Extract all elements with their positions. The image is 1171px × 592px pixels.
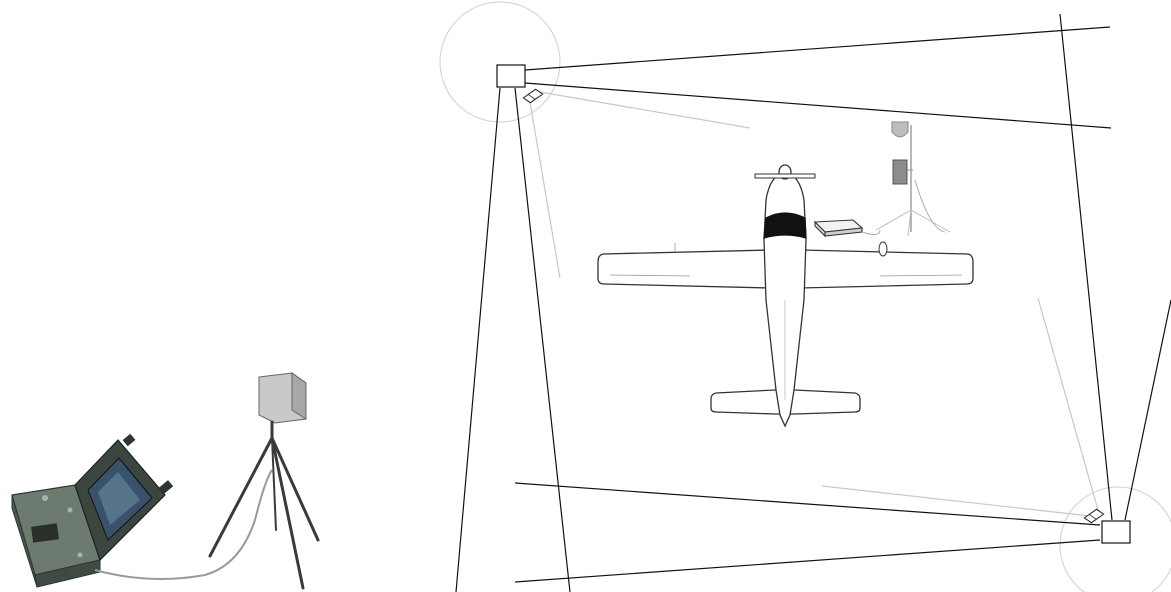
sensor-head-icon xyxy=(523,88,542,105)
aircraft-canopy xyxy=(764,213,806,238)
ground-equipment-box xyxy=(815,220,880,236)
beam-line xyxy=(1125,300,1171,520)
dome-sensor-icon xyxy=(892,122,908,137)
light-beam-line xyxy=(822,486,1090,516)
beam-line xyxy=(515,483,1100,525)
beam-line xyxy=(1060,14,1112,520)
mast-with-sensors xyxy=(876,122,950,236)
radar-station-top-left xyxy=(497,65,543,104)
beam-line xyxy=(525,83,1111,128)
beam-line xyxy=(525,27,1110,70)
panel-sensor-icon xyxy=(893,160,907,184)
station-box xyxy=(1102,521,1130,543)
light-beam-line xyxy=(1038,298,1098,510)
beam-line xyxy=(456,88,500,592)
aircraft-wing-left xyxy=(598,250,770,288)
tripod-legs xyxy=(210,422,318,588)
beam-lines xyxy=(456,14,1171,592)
light-beam-line xyxy=(530,102,560,278)
station-box xyxy=(497,65,525,87)
aircraft-wing-right xyxy=(800,250,973,288)
radar-station-bottom-right xyxy=(1084,508,1130,543)
field-control-case xyxy=(12,434,173,587)
aircraft-propeller xyxy=(755,174,815,178)
sensor-head-icon xyxy=(1084,508,1103,525)
light-beam-lines xyxy=(530,92,1098,516)
aircraft-antenna xyxy=(879,242,887,256)
beam-line xyxy=(515,88,570,592)
coverage-circle-top-left xyxy=(440,2,560,122)
aircraft xyxy=(598,165,973,426)
beam-line xyxy=(515,540,1100,582)
case-connector xyxy=(42,495,48,501)
tripod-sensor-panel xyxy=(210,373,318,588)
